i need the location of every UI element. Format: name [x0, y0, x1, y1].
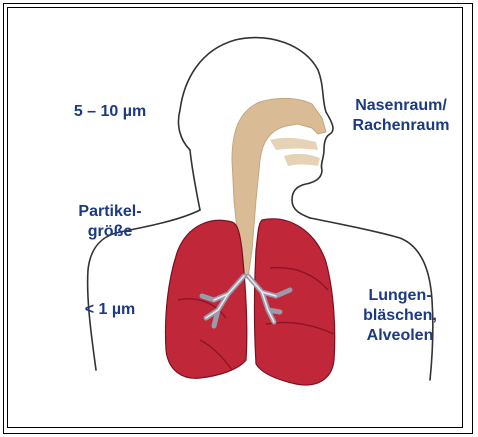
particle-size-caption: Partikel- größe [60, 202, 160, 242]
nasal-pharynx-line1: Nasenraum/ [346, 96, 456, 116]
particle-size-caption-line2: größe [60, 222, 160, 242]
alveoli-line2: bläschen, [350, 306, 450, 326]
particle-size-large-label: 5 – 10 µm [62, 102, 158, 122]
nasal-pharynx-label: Nasenraum/ Rachenraum [346, 96, 456, 136]
alveoli-line1: Lungen- [350, 286, 450, 306]
alveoli-label: Lungen- bläschen, Alveolen [350, 286, 450, 346]
alveoli-line3: Alveolen [350, 326, 450, 346]
nasal-pharynx-line2: Rachenraum [346, 116, 456, 136]
particle-size-small-label: < 1 µm [62, 300, 158, 320]
particle-size-caption-line1: Partikel- [60, 202, 160, 222]
